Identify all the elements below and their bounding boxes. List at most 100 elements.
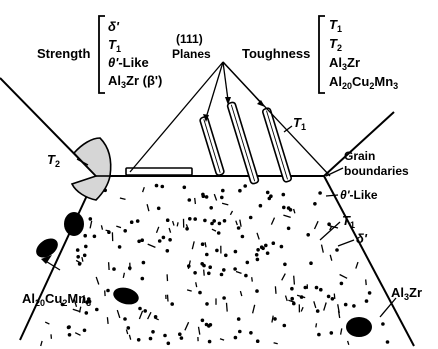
delta-prime-dot	[313, 202, 317, 206]
matrix-plate-dash	[186, 289, 192, 292]
delta-prime-dot	[82, 328, 87, 333]
delta-prime-dot	[233, 267, 237, 271]
matrix-plate-dash	[283, 214, 291, 219]
delta-prime-dot	[255, 289, 259, 293]
strength-bracket	[98, 15, 105, 94]
delta-prime-dot	[233, 335, 238, 340]
matrix-plate-dash	[271, 315, 274, 323]
delta-prime-dot	[317, 332, 321, 337]
delta-prime-dot	[200, 318, 205, 323]
delta-prime-dot	[352, 304, 356, 308]
matrix-plate-dash	[78, 306, 82, 313]
delta-prime-dot	[165, 218, 170, 222]
delta-prime-dot	[126, 326, 131, 330]
matrix-plate-dash	[204, 242, 207, 248]
matrix-plate-dash	[75, 259, 82, 265]
matrix-plate-dash	[333, 293, 336, 299]
grain-boundaries-label-line1: Grain	[344, 149, 375, 163]
delta-prime-dot	[138, 306, 142, 311]
delta-prime-dot	[265, 251, 270, 255]
delta-prime-dot	[259, 245, 264, 249]
matrix-plate-dash	[235, 220, 238, 226]
delta-prime-dot	[286, 226, 291, 231]
matrix-plate-dash	[346, 340, 350, 345]
dispersoid-al20cu2mn3-c	[113, 287, 139, 305]
delta-prime-dot	[224, 253, 228, 258]
delta-prime-dot	[215, 248, 219, 253]
strength-item-theta-like: θ'-Like	[108, 55, 149, 70]
delta-prime-dot	[315, 309, 320, 313]
matrix-plate-dash	[329, 225, 339, 229]
delta-prime-dot	[210, 221, 214, 226]
delta-prime-dot	[220, 195, 224, 200]
t1-precipitate-label: T1	[293, 115, 306, 132]
toughness-item-al3zr: Al3Zr	[329, 55, 360, 72]
delta-prime-dot	[329, 331, 334, 335]
delta-prime-dot	[204, 322, 209, 327]
matrix-plate-dash	[116, 309, 121, 319]
delta-prime-dot	[156, 206, 161, 211]
matrix-plate-dash	[315, 323, 318, 328]
delta-prime-dot	[88, 217, 93, 221]
matrix-plate-dash	[119, 197, 126, 201]
strength-item-al3zr: Al3Zr (β')	[108, 73, 162, 90]
delta-prime-dot	[141, 260, 146, 265]
delta-prime-dot	[282, 323, 287, 328]
delta-prime-dot	[179, 336, 184, 340]
matrix-plate-dash	[147, 311, 152, 320]
delta-prime-dot	[273, 317, 277, 321]
brackets	[98, 15, 325, 94]
delta-prime-dot	[209, 206, 213, 210]
delta-prime-dot	[84, 244, 88, 249]
matrix-dots	[60, 183, 390, 346]
delta-prime-dot	[219, 272, 224, 277]
matrix-plate-dash	[155, 226, 160, 234]
matrix-plate-dash	[106, 317, 109, 324]
theta-like-label: θ'-Like	[340, 188, 378, 202]
matrix-plate-dash	[95, 276, 100, 285]
delta-prime-dot	[265, 190, 270, 195]
delta-prime-dot	[76, 254, 80, 259]
matrix-plate-dash	[107, 262, 110, 271]
delta-prime-dot	[327, 222, 331, 226]
matrix-plate-dash	[213, 193, 218, 201]
matrix-plate-dash	[176, 222, 179, 227]
toughness-item-t1: T1	[329, 17, 342, 34]
matrix-plate-dash	[185, 224, 189, 230]
delta-label: δ'	[356, 231, 368, 246]
delta-prime-dot	[207, 339, 212, 344]
delta-prime-dot	[204, 195, 209, 199]
delta-prime-dot	[140, 238, 144, 242]
matrix-plate-dash	[191, 241, 195, 250]
matrix-plate-dash	[122, 272, 126, 279]
strength-title: Strength	[37, 46, 91, 61]
delta-prime-dot	[330, 297, 335, 301]
delta-prime-dot	[178, 332, 182, 337]
delta-prime-dot	[267, 196, 272, 201]
delta-prime-dot	[256, 248, 260, 252]
delta-prime-dot	[282, 205, 286, 210]
delta-prime-dot	[67, 333, 72, 337]
delta-prime-dot	[163, 333, 167, 338]
matrix-plate-dash	[256, 232, 260, 240]
delta-prime-dot	[205, 252, 209, 257]
t1-matrix-label: T1	[342, 213, 355, 230]
delta-prime-dot	[314, 285, 319, 290]
delta-prime-dot	[255, 257, 260, 262]
delta-prime-dot	[244, 273, 248, 278]
matrix-dashes	[40, 186, 367, 347]
matrix-plate-dash	[195, 282, 198, 288]
matrix-plate-dash	[221, 202, 229, 206]
strength-item-t1: T1	[108, 37, 121, 54]
matrix-plate-dash	[153, 317, 159, 321]
toughness-item-al20cu2mn3: Al20Cu2Mn3	[329, 74, 398, 91]
delta-prime-dot	[82, 253, 87, 258]
delta-prime-dot	[60, 302, 65, 307]
delta-prime-dot	[95, 307, 99, 312]
strength-item-delta: δ'	[108, 19, 120, 34]
matrix-plate-dash	[74, 332, 81, 336]
matrix-plate-dash	[197, 326, 201, 335]
dispersoid-al20cu2mn3-a	[64, 212, 84, 236]
matrix-plate-dash	[270, 217, 276, 225]
delta-prime-dot	[92, 234, 97, 239]
